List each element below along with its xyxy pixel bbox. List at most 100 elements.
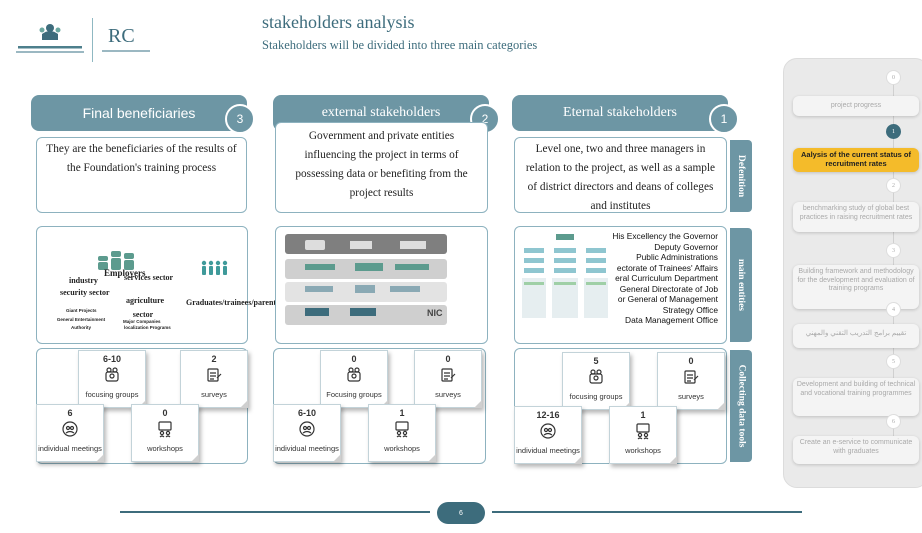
card-count: 12-16 [536, 410, 560, 420]
side-label-collecting: Collecting data tools [730, 350, 752, 462]
entities-box-eternal [514, 226, 727, 344]
card-count: 6 [67, 408, 73, 418]
internal-entities-list: His Excellency the Governor Deputy Gover… [606, 231, 718, 326]
card-count: 0 [162, 408, 168, 418]
svg-text:RC: RC [108, 25, 135, 47]
card-workshops: 1 workshops [368, 404, 436, 462]
definition-text-external: Government and private entities influenc… [295, 130, 468, 199]
page-subtitle: Stakeholders will be divided into three … [262, 38, 538, 52]
entity-item: ectorate of Trainees' Affairs [616, 262, 718, 273]
entity-item: Public Administrations [636, 252, 718, 262]
card-label: individual meetings [516, 446, 580, 455]
meeting-icon [299, 421, 315, 437]
page-title: stakeholders analysis [262, 12, 415, 32]
card-focusing-groups: 0 Focusing groups [320, 350, 388, 408]
card-label: workshops [147, 444, 183, 453]
footer-line-left [120, 511, 430, 513]
employers-label: Employers [104, 268, 146, 278]
card-count: 1 [640, 410, 646, 420]
entity-item: His Excellency the Governor [612, 231, 718, 241]
card-count: 0 [445, 354, 451, 364]
progress-line [893, 82, 894, 442]
card-label: workshops [625, 446, 661, 455]
entity-item: General Directorate of Job [619, 283, 718, 294]
card-focusing-groups: 5 focusing groups [562, 352, 630, 410]
people-icon [201, 260, 228, 275]
card-workshops: 0 workshops [131, 404, 199, 462]
workshop-icon [158, 421, 172, 438]
tab-final-beneficiaries[interactable]: Final beneficiaries [31, 95, 247, 131]
definition-text-eternal: Level one, two and three managers in rel… [525, 143, 716, 212]
meeting-icon [62, 421, 78, 437]
definition-box-final: They are the beneficiaries of the result… [36, 137, 247, 213]
meeting-icon [540, 423, 556, 439]
step-development-programmes[interactable]: Development and building of technical an… [793, 378, 919, 416]
card-surveys: 2 surveys [180, 350, 248, 408]
step-dot[interactable]: 6 [886, 414, 901, 429]
step-benchmarking-study[interactable]: benchmarking study of global best practi… [793, 202, 919, 232]
survey-icon [684, 370, 699, 384]
group-icon [589, 369, 603, 384]
tab-number-3: 3 [225, 104, 255, 134]
entity-item: Strategy Office [662, 304, 718, 315]
logo-divider [92, 18, 93, 62]
card-individual-meetings: 6 individual meetings [36, 404, 104, 462]
card-surveys: 0 surveys [657, 352, 725, 410]
definition-box-eternal: Level one, two and three managers in rel… [514, 137, 727, 213]
step-e-service[interactable]: Create an e-service to communicate with … [793, 436, 919, 464]
coins-icon [98, 251, 134, 270]
workshop-icon [636, 423, 650, 440]
step-analysis-current-status[interactable]: Aalysis of the current status of recruit… [793, 148, 919, 172]
arbab-consulting-logo: RC [102, 25, 150, 52]
side-label-entities: main entities [730, 228, 752, 342]
card-focusing-groups: 6-10 focusing groups [78, 350, 146, 408]
entity-item: Data Management Office [625, 315, 718, 325]
card-label: focusing groups [85, 390, 139, 399]
nic-logo-text: NIC [427, 308, 443, 318]
services-sector-label: services sector [124, 273, 174, 282]
footer-line-right [492, 511, 802, 513]
card-label: individual meetings [275, 444, 339, 453]
workshop-icon [395, 421, 409, 438]
card-count: 6-10 [102, 354, 121, 364]
survey-icon [441, 368, 456, 382]
card-count: 2 [211, 354, 217, 364]
step-building-framework[interactable]: Building framework and methodology for t… [793, 265, 919, 309]
entity-item: Deputy Governor [654, 241, 718, 252]
card-count: 6-10 [297, 408, 316, 418]
step-project-progress[interactable]: project progress [793, 96, 919, 116]
card-surveys: 0 surveys [414, 350, 482, 408]
step-dot[interactable]: 2 [886, 178, 901, 193]
side-label-definition-text: Defenition [736, 154, 746, 198]
tab-number-1: 1 [709, 104, 739, 134]
tab-eternal-stakeholders[interactable]: Eternal stakeholders [512, 95, 728, 131]
localization-programs-label: localization Programs [124, 325, 171, 330]
card-individual-meetings: 12-16 individual meetings [514, 406, 582, 464]
page-number: 6 [437, 502, 485, 524]
step-dot[interactable]: 3 [886, 243, 901, 258]
card-count: 1 [399, 408, 405, 418]
entity-item: eral Curriculum Department [615, 273, 718, 283]
entity-item: or General of Management [617, 294, 718, 304]
entertainment-label: General Entertainment Authority [56, 317, 106, 330]
side-label-entities-text: main entities [736, 259, 747, 311]
group-icon [105, 367, 119, 382]
definition-box-external: Government and private entities influenc… [275, 122, 488, 213]
definition-text-final: They are the beneficiaries of the result… [46, 143, 237, 174]
group-icon [347, 367, 361, 382]
major-companies-label: Major Companies [123, 319, 161, 324]
step-dot[interactable]: 0 [886, 70, 901, 85]
survey-icon [207, 368, 222, 382]
step-dot[interactable]: 5 [886, 354, 901, 369]
agriculture-sector-label: agriculture sector [126, 296, 165, 319]
card-label: Focusing groups [326, 390, 382, 399]
industry-label: industry [69, 276, 98, 285]
giant-projects-label: Giant Projects [66, 308, 97, 313]
card-label: surveys [435, 390, 461, 399]
graduates-label: Graduates/trainees/parents [186, 298, 280, 307]
step-dot[interactable]: 1 [886, 124, 901, 139]
security-sector-label: security sector [60, 288, 110, 297]
card-label: focusing groups [569, 392, 623, 401]
step-evaluate-training[interactable]: تقييم برامج التدريب التقني والمهني [793, 324, 919, 348]
step-dot[interactable]: 4 [886, 302, 901, 317]
